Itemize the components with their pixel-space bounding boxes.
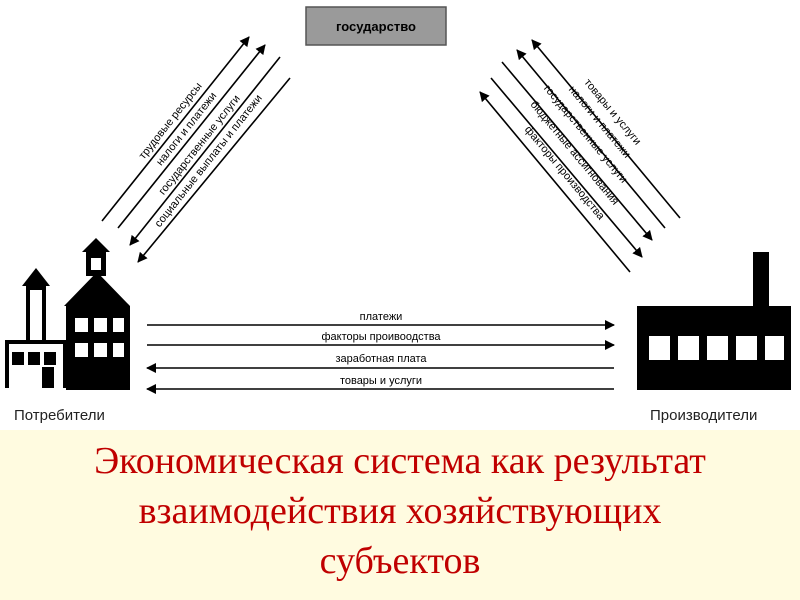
title-line-3: субъектов — [319, 540, 481, 582]
title-panel: Экономическая система как результат взаи… — [0, 430, 800, 600]
title-line-1: Экономическая система как результат — [94, 440, 706, 482]
producers-government-flows: товары и услуги налоги и платежи государ… — [479, 39, 681, 273]
economic-flow-diagram: государство Потребители Производит — [5, 6, 791, 424]
flow-arrow-government-services — [129, 56, 281, 246]
government-box — [305, 6, 447, 46]
consumers-government-flows: трудовые ресурсы налоги и платежи госуда… — [101, 36, 291, 263]
government-label: государство — [336, 19, 416, 34]
consumers-producers-flows: платежи факторы проивоодства заработная … — [146, 311, 615, 394]
factory-icon — [637, 252, 791, 390]
flow-label-goods-services-horizontal: товары и услуги — [340, 375, 422, 387]
flow-arrow-taxes-payments-producers — [516, 49, 666, 229]
flow-arrow-government-services-producers — [501, 61, 653, 241]
flow-arrow-goods-services — [531, 39, 681, 219]
slide-title: Экономическая система как результат взаи… — [0, 430, 800, 586]
flow-label-wages: заработная плата — [335, 353, 427, 365]
flow-arrow-labor-resources — [101, 36, 250, 222]
flow-arrow-social-payments — [137, 77, 291, 263]
flow-arrow-taxes-payments — [117, 44, 266, 229]
flow-arrow-factors-production — [479, 91, 631, 273]
title-line-2: взаимодействия хозяйствующих — [138, 490, 662, 532]
flow-label-factors-production-horizontal: факторы проивоодства — [321, 331, 441, 343]
producers-label: Производители — [650, 407, 757, 424]
flow-label-payments: платежи — [360, 311, 403, 323]
government-node: государство — [305, 6, 447, 46]
house-icon — [5, 238, 130, 390]
flow-arrow-budget-allocations — [490, 77, 643, 258]
consumers-label: Потребители — [14, 407, 105, 424]
